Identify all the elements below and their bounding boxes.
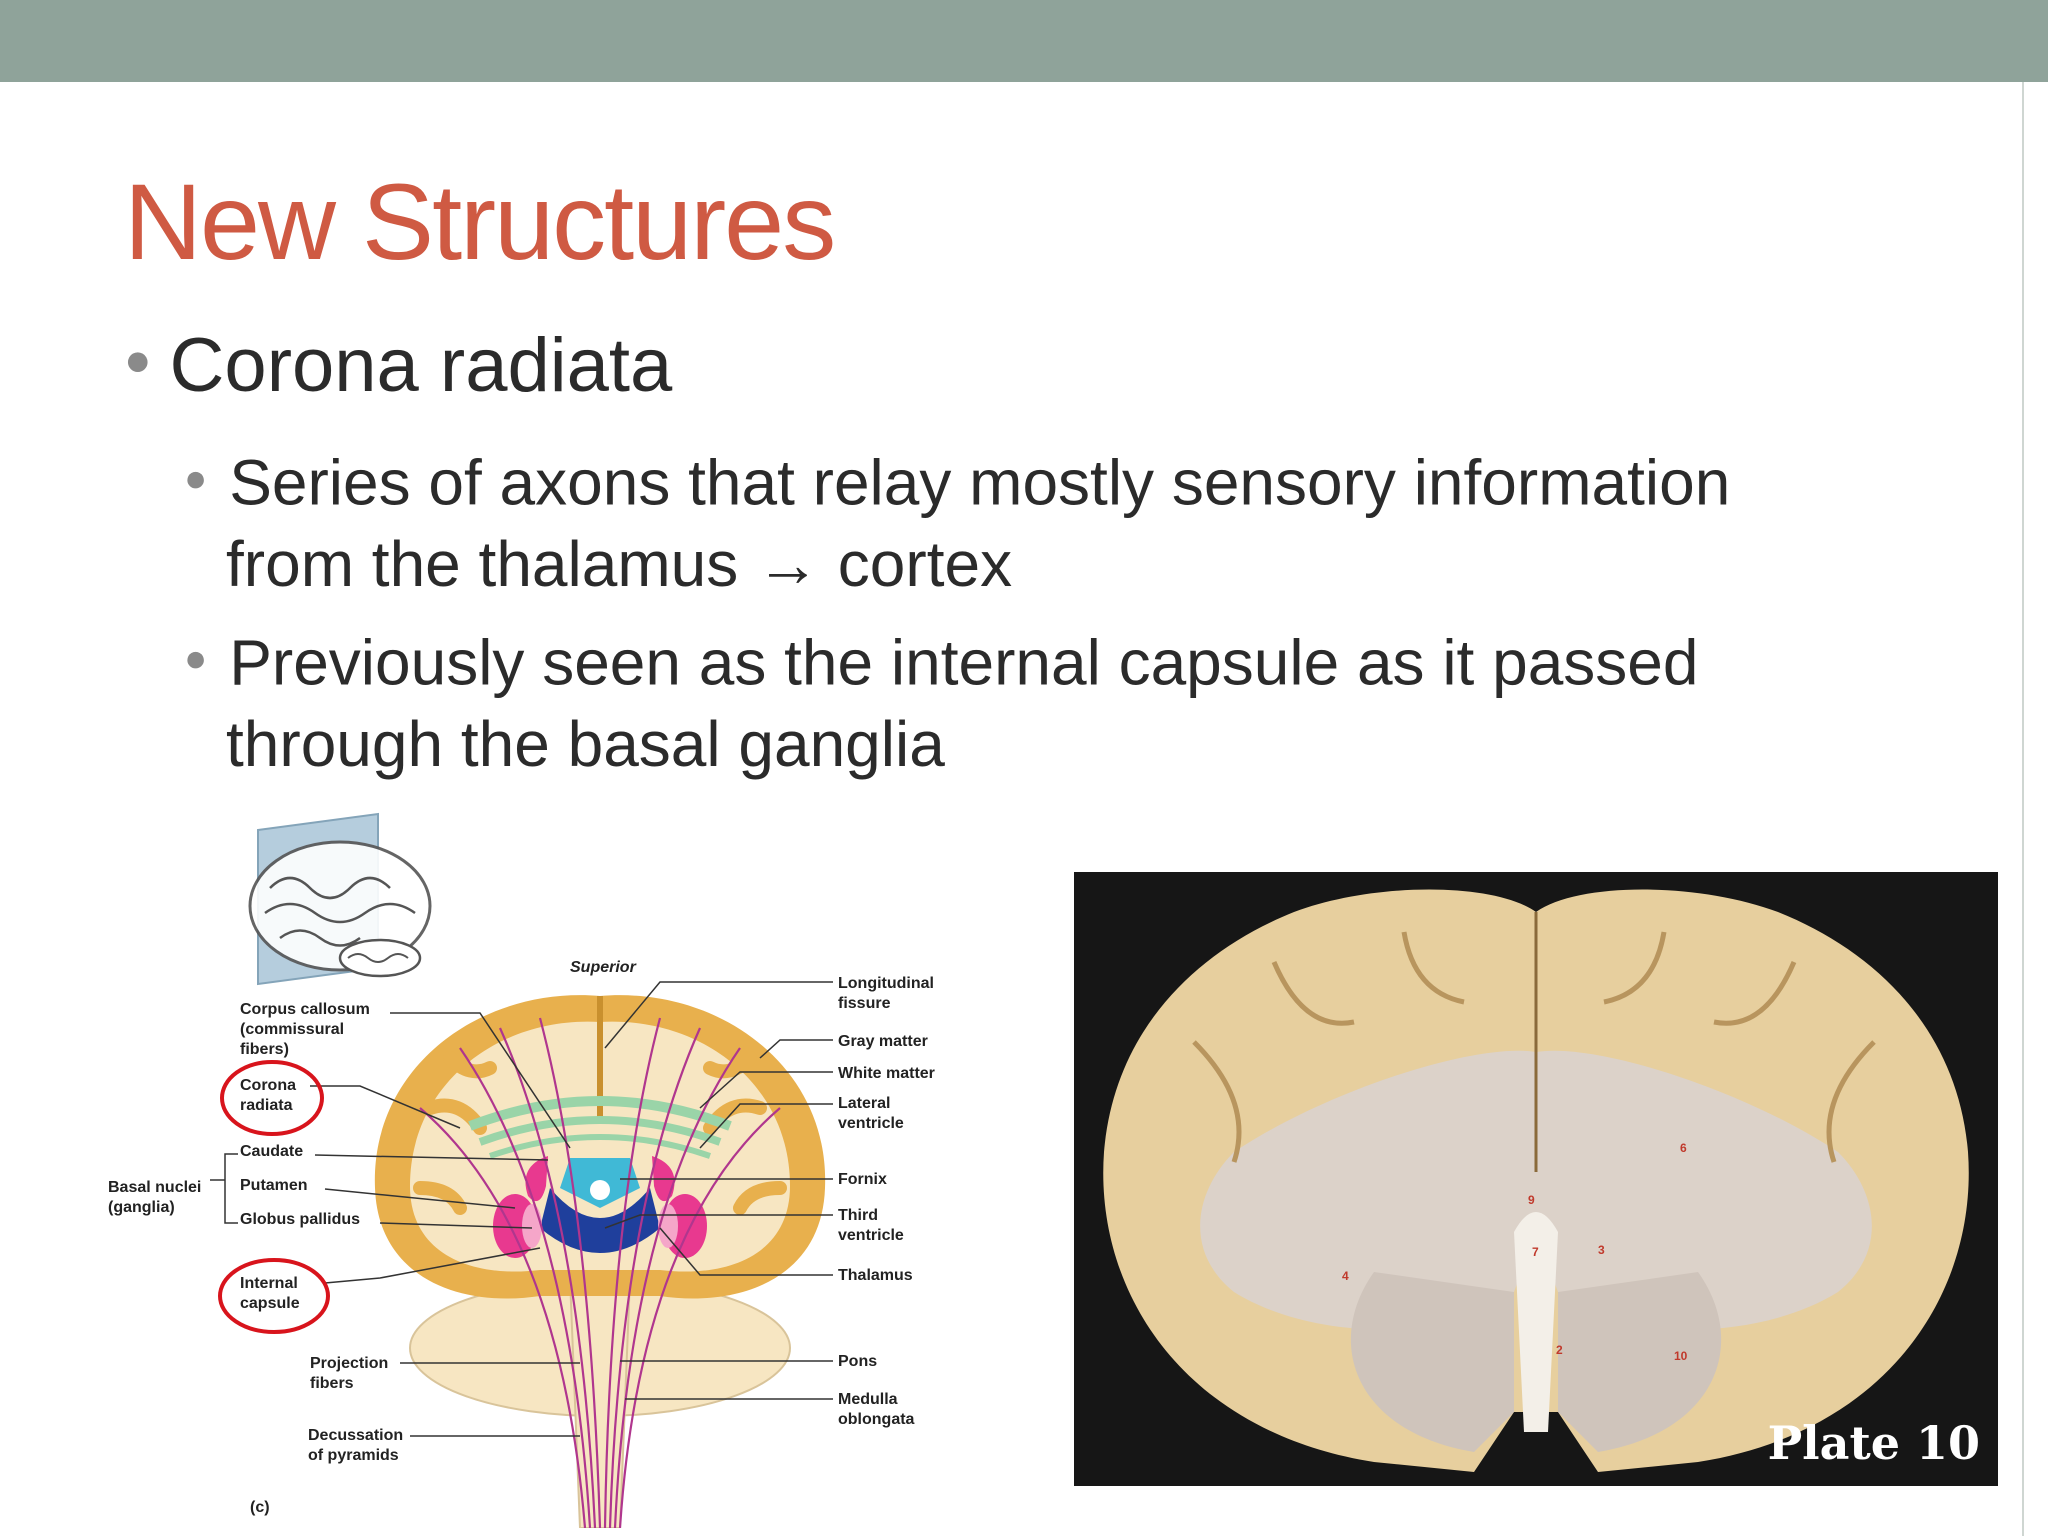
label-internal-capsule: Internal bbox=[240, 1275, 298, 1292]
photo-number: 2 bbox=[1556, 1343, 1563, 1357]
cerebrum bbox=[374, 995, 826, 1299]
bullet-dot-icon: ● bbox=[184, 457, 208, 500]
label-corpus-callosum: Corpus callosum bbox=[240, 1001, 370, 1018]
coronal-brain-diagram: Superior Corpus callosum (commissural fi… bbox=[100, 808, 980, 1529]
sub-bullet-line: Previously seen as the internal capsule … bbox=[229, 626, 1699, 699]
label-lateral-ventricle: ventricle bbox=[838, 1115, 904, 1132]
label-basal-nuclei: Basal nuclei bbox=[108, 1179, 201, 1196]
slide-title: New Structures bbox=[124, 161, 836, 282]
label-gray-matter: Gray matter bbox=[838, 1033, 928, 1050]
label-pons: Pons bbox=[838, 1353, 877, 1370]
label-basal-nuclei: (ganglia) bbox=[108, 1199, 175, 1216]
photo-number: 9 bbox=[1528, 1193, 1535, 1207]
right-border-rule bbox=[2022, 82, 2024, 1536]
photo-number: 4 bbox=[1342, 1269, 1349, 1283]
sub-bullet-line: from the thalamus → cortex bbox=[226, 528, 1013, 601]
label-projection-fibers: Projection bbox=[310, 1355, 388, 1372]
label-thalamus: Thalamus bbox=[838, 1267, 913, 1284]
brainstem bbox=[409, 1277, 791, 1529]
brain-section-photo: 6 9 3 4 7 2 10 Plate 10 bbox=[1074, 872, 1998, 1486]
label-corona-radiata: radiata bbox=[240, 1097, 293, 1114]
superior-label: Superior bbox=[570, 959, 637, 976]
panel-label: (c) bbox=[250, 1499, 270, 1516]
label-longitudinal-fissure: Longitudinal bbox=[838, 975, 934, 992]
label-third-ventricle: ventricle bbox=[838, 1227, 904, 1244]
ventricles bbox=[540, 1158, 660, 1253]
photo-number: 10 bbox=[1674, 1349, 1688, 1363]
label-fornix: Fornix bbox=[838, 1171, 887, 1188]
label-white-matter: White matter bbox=[838, 1065, 935, 1082]
bullet-dot-icon: ● bbox=[124, 334, 152, 386]
label-globus-pallidus: Globus pallidus bbox=[240, 1211, 360, 1228]
internal-capsule-highlight bbox=[218, 1258, 330, 1334]
label-decussation: of pyramids bbox=[308, 1447, 399, 1464]
plate-label: Plate 10 bbox=[1767, 1416, 1980, 1470]
label-caudate: Caudate bbox=[240, 1143, 303, 1160]
label-lateral-ventricle: Lateral bbox=[838, 1095, 890, 1112]
bullet-dot-icon: ● bbox=[184, 637, 208, 680]
label-projection-fibers: fibers bbox=[310, 1375, 354, 1392]
sub-bullet-item: ● Series of axons that relay mostly senso… bbox=[184, 438, 1730, 605]
label-third-ventricle: Third bbox=[838, 1207, 878, 1224]
label-internal-capsule: capsule bbox=[240, 1295, 300, 1312]
orientation-brain-icon bbox=[248, 812, 432, 986]
label-corona-radiata: Corona bbox=[240, 1077, 296, 1094]
photo-number: 3 bbox=[1598, 1243, 1605, 1257]
projection-fibers bbox=[419, 1017, 781, 1529]
top-accent-bar bbox=[0, 0, 2048, 82]
label-medulla: oblongata bbox=[838, 1411, 915, 1428]
brain-slice-shape bbox=[1103, 889, 1969, 1472]
bullet-item: ●Corona radiata bbox=[124, 328, 672, 404]
photo-number: 7 bbox=[1532, 1245, 1539, 1259]
sub-bullet-line: Series of axons that relay mostly sensor… bbox=[229, 446, 1731, 519]
corona-radiata-highlight bbox=[220, 1060, 324, 1136]
sub-bullet-item: ● Previously seen as the internal capsule… bbox=[184, 618, 1698, 785]
label-decussation: Decussation bbox=[308, 1427, 403, 1444]
label-medulla: Medulla bbox=[838, 1391, 898, 1408]
label-corpus-callosum: fibers) bbox=[240, 1041, 289, 1058]
label-putamen: Putamen bbox=[240, 1177, 308, 1194]
photo-number: 6 bbox=[1680, 1141, 1687, 1155]
label-corpus-callosum: (commissural bbox=[240, 1021, 344, 1038]
bullet-text: Corona radiata bbox=[169, 323, 673, 408]
label-longitudinal-fissure: fissure bbox=[838, 995, 891, 1012]
sub-bullet-line: through the basal ganglia bbox=[226, 708, 945, 781]
